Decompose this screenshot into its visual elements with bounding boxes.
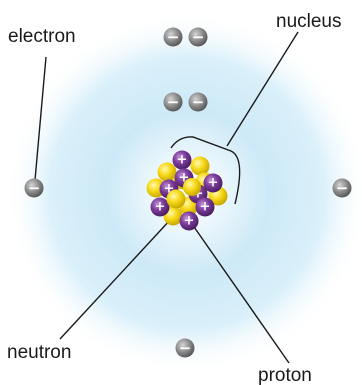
- svg-text:+: +: [200, 200, 211, 215]
- proton: +: [203, 173, 223, 193]
- neutron: [190, 156, 210, 176]
- neutron-label: neutron: [7, 342, 71, 363]
- neutron: [166, 189, 186, 209]
- electron: −: [24, 178, 44, 198]
- electron: −: [188, 92, 208, 112]
- nucleus: + + + + + + + +: [146, 150, 228, 231]
- nucleus-label: nucleus: [276, 11, 342, 32]
- svg-text:−: −: [167, 28, 180, 46]
- svg-text:+: +: [155, 200, 166, 215]
- electron: −: [163, 27, 183, 47]
- svg-text:+: +: [177, 153, 188, 168]
- neutron-leader-line: [59, 218, 172, 340]
- svg-text:+: +: [164, 182, 175, 197]
- electron: −: [188, 27, 208, 47]
- proton: +: [179, 211, 199, 231]
- svg-text:−: −: [192, 28, 205, 46]
- proton-leader-line: [191, 223, 290, 364]
- proton: +: [172, 150, 192, 170]
- svg-text:+: +: [208, 176, 219, 191]
- electron: −: [332, 178, 352, 198]
- svg-text:−: −: [167, 93, 180, 111]
- electron-leader-line: [34, 56, 47, 181]
- neutron: [157, 162, 177, 182]
- svg-text:−: −: [179, 339, 192, 357]
- electron-cloud: [5, 11, 362, 375]
- proton-label: proton: [258, 365, 312, 385]
- electron: −: [175, 338, 195, 358]
- proton: +: [195, 197, 215, 217]
- svg-text:−: −: [28, 179, 41, 197]
- svg-text:+: +: [184, 214, 195, 229]
- proton: +: [150, 197, 170, 217]
- electron: −: [163, 92, 183, 112]
- neutron: [183, 178, 201, 196]
- svg-text:−: −: [192, 93, 205, 111]
- nucleus-leader-line: [226, 31, 299, 147]
- svg-text:+: +: [179, 171, 190, 186]
- electron-label: electron: [8, 26, 76, 47]
- nucleus-bracket: [170, 136, 241, 205]
- svg-text:+: +: [193, 187, 204, 202]
- svg-text:−: −: [336, 179, 349, 197]
